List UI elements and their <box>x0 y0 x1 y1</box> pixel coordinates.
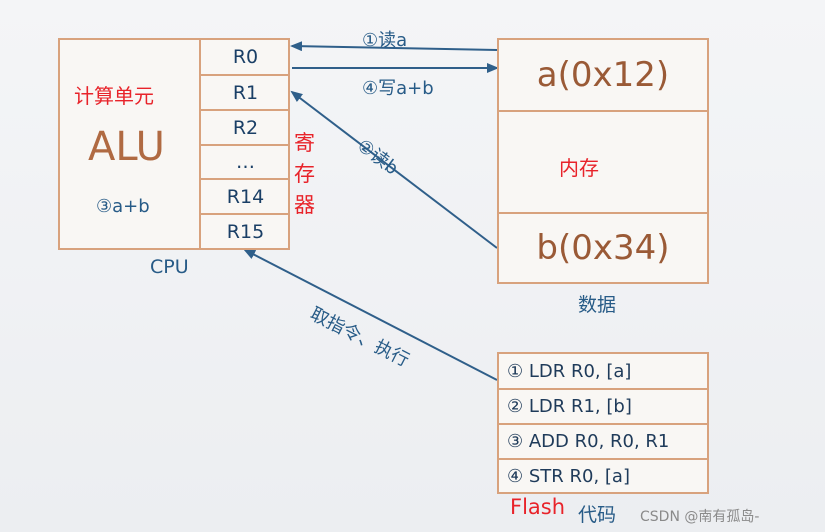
register-ellipsis: … <box>201 144 290 178</box>
arrow-read-a <box>290 41 498 52</box>
instruction-4: ④ STR R0, [a] <box>499 458 707 492</box>
alu-op-label: ③a+b <box>96 196 150 217</box>
instruction-2: ② LDR R1, [b] <box>499 388 707 423</box>
register-r0: R0 <box>232 46 259 68</box>
register-group-label: 寄 存 器 <box>294 128 315 221</box>
arrow-label-write-ab: ④写a+b <box>362 78 434 99</box>
flash-label: 代码 <box>578 504 617 526</box>
cpu-caption: CPU <box>150 256 189 278</box>
instruction-1: ① LDR R0, [a] <box>507 360 632 382</box>
register-column: R0 R1 R2 … R14 R15 <box>199 40 290 248</box>
memory-middle: 内存 <box>499 110 707 214</box>
cpu-box: 计算单元 ALU ③a+b R0 R1 R2 … R14 R15 <box>58 38 290 250</box>
register-r15: R15 <box>201 213 290 248</box>
alu-label: ALU <box>88 124 165 170</box>
arrow-label-read-a: ①读a <box>362 30 408 51</box>
watermark: CSDN @南有孤岛- <box>640 509 760 525</box>
arrow-fetch <box>243 249 498 381</box>
arrow-read-b <box>290 90 498 249</box>
register-label-char-1: 寄 <box>294 131 315 155</box>
flash-label-red: Flash <box>510 495 566 519</box>
register-label-char-2: 存 <box>294 162 315 186</box>
cpu-unit-label: 计算单元 <box>74 84 154 108</box>
memory-label: 内存 <box>559 156 599 180</box>
memory-caption: 数据 <box>578 294 617 316</box>
memory-box: a(0x12) 内存 b(0x34) <box>497 38 709 284</box>
register-r1: R1 <box>201 74 290 109</box>
register-label-char-3: 器 <box>294 193 315 217</box>
instruction-3: ③ ADD R0, R0, R1 <box>499 423 707 458</box>
flash-box: ① LDR R0, [a] ② LDR R1, [b] ③ ADD R0, R0… <box>497 352 709 494</box>
register-r2: R2 <box>201 109 290 144</box>
memory-cell-b: b(0x34) <box>536 228 670 268</box>
memory-cell-a: a(0x12) <box>536 55 670 95</box>
register-r14: R14 <box>201 178 290 213</box>
